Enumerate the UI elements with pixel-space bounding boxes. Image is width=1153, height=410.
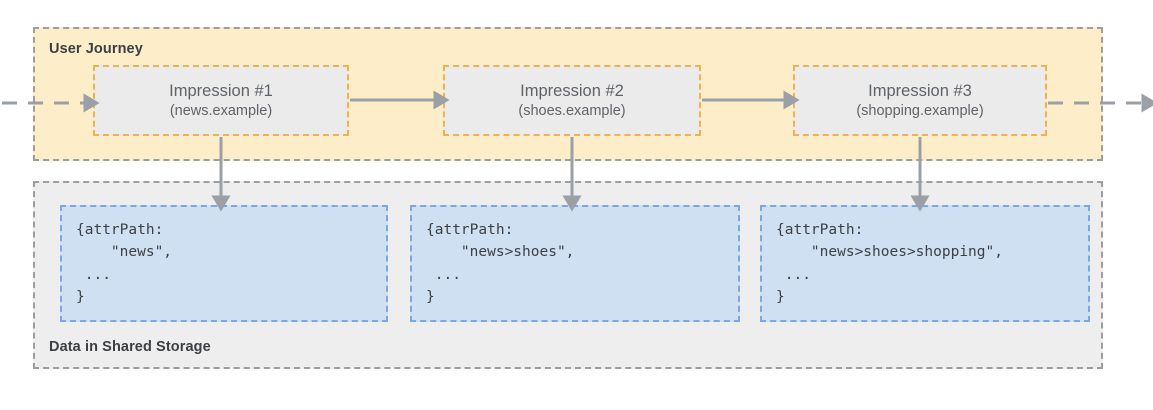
impression-2-title: Impression #2: [520, 81, 624, 100]
storage-record-box-3: {attrPath: "news>shoes>shopping", ... }: [760, 205, 1090, 322]
storage-record-1-code: {attrPath: "news", ... }: [76, 222, 173, 306]
impression-3-title: Impression #3: [868, 81, 972, 100]
impression-3-site: (shopping.example): [856, 102, 984, 119]
impression-box-3: Impression #3 (shopping.example): [793, 65, 1047, 136]
impression-box-2: Impression #2 (shoes.example): [443, 65, 701, 136]
impression-box-1: Impression #1 (news.example): [93, 65, 349, 136]
impression-1-site: (news.example): [169, 102, 273, 119]
storage-record-box-2: {attrPath: "news>shoes", ... }: [410, 205, 740, 322]
user-journey-title: User Journey: [49, 41, 143, 57]
shared-storage-title: Data in Shared Storage: [49, 339, 211, 355]
impression-1-title: Impression #1: [169, 81, 273, 100]
impression-2-site: (shoes.example): [518, 102, 626, 119]
storage-record-3-code: {attrPath: "news>shoes>shopping", ... }: [776, 222, 1003, 306]
storage-record-box-1: {attrPath: "news", ... }: [60, 205, 388, 322]
storage-record-2-code: {attrPath: "news>shoes", ... }: [426, 222, 575, 306]
